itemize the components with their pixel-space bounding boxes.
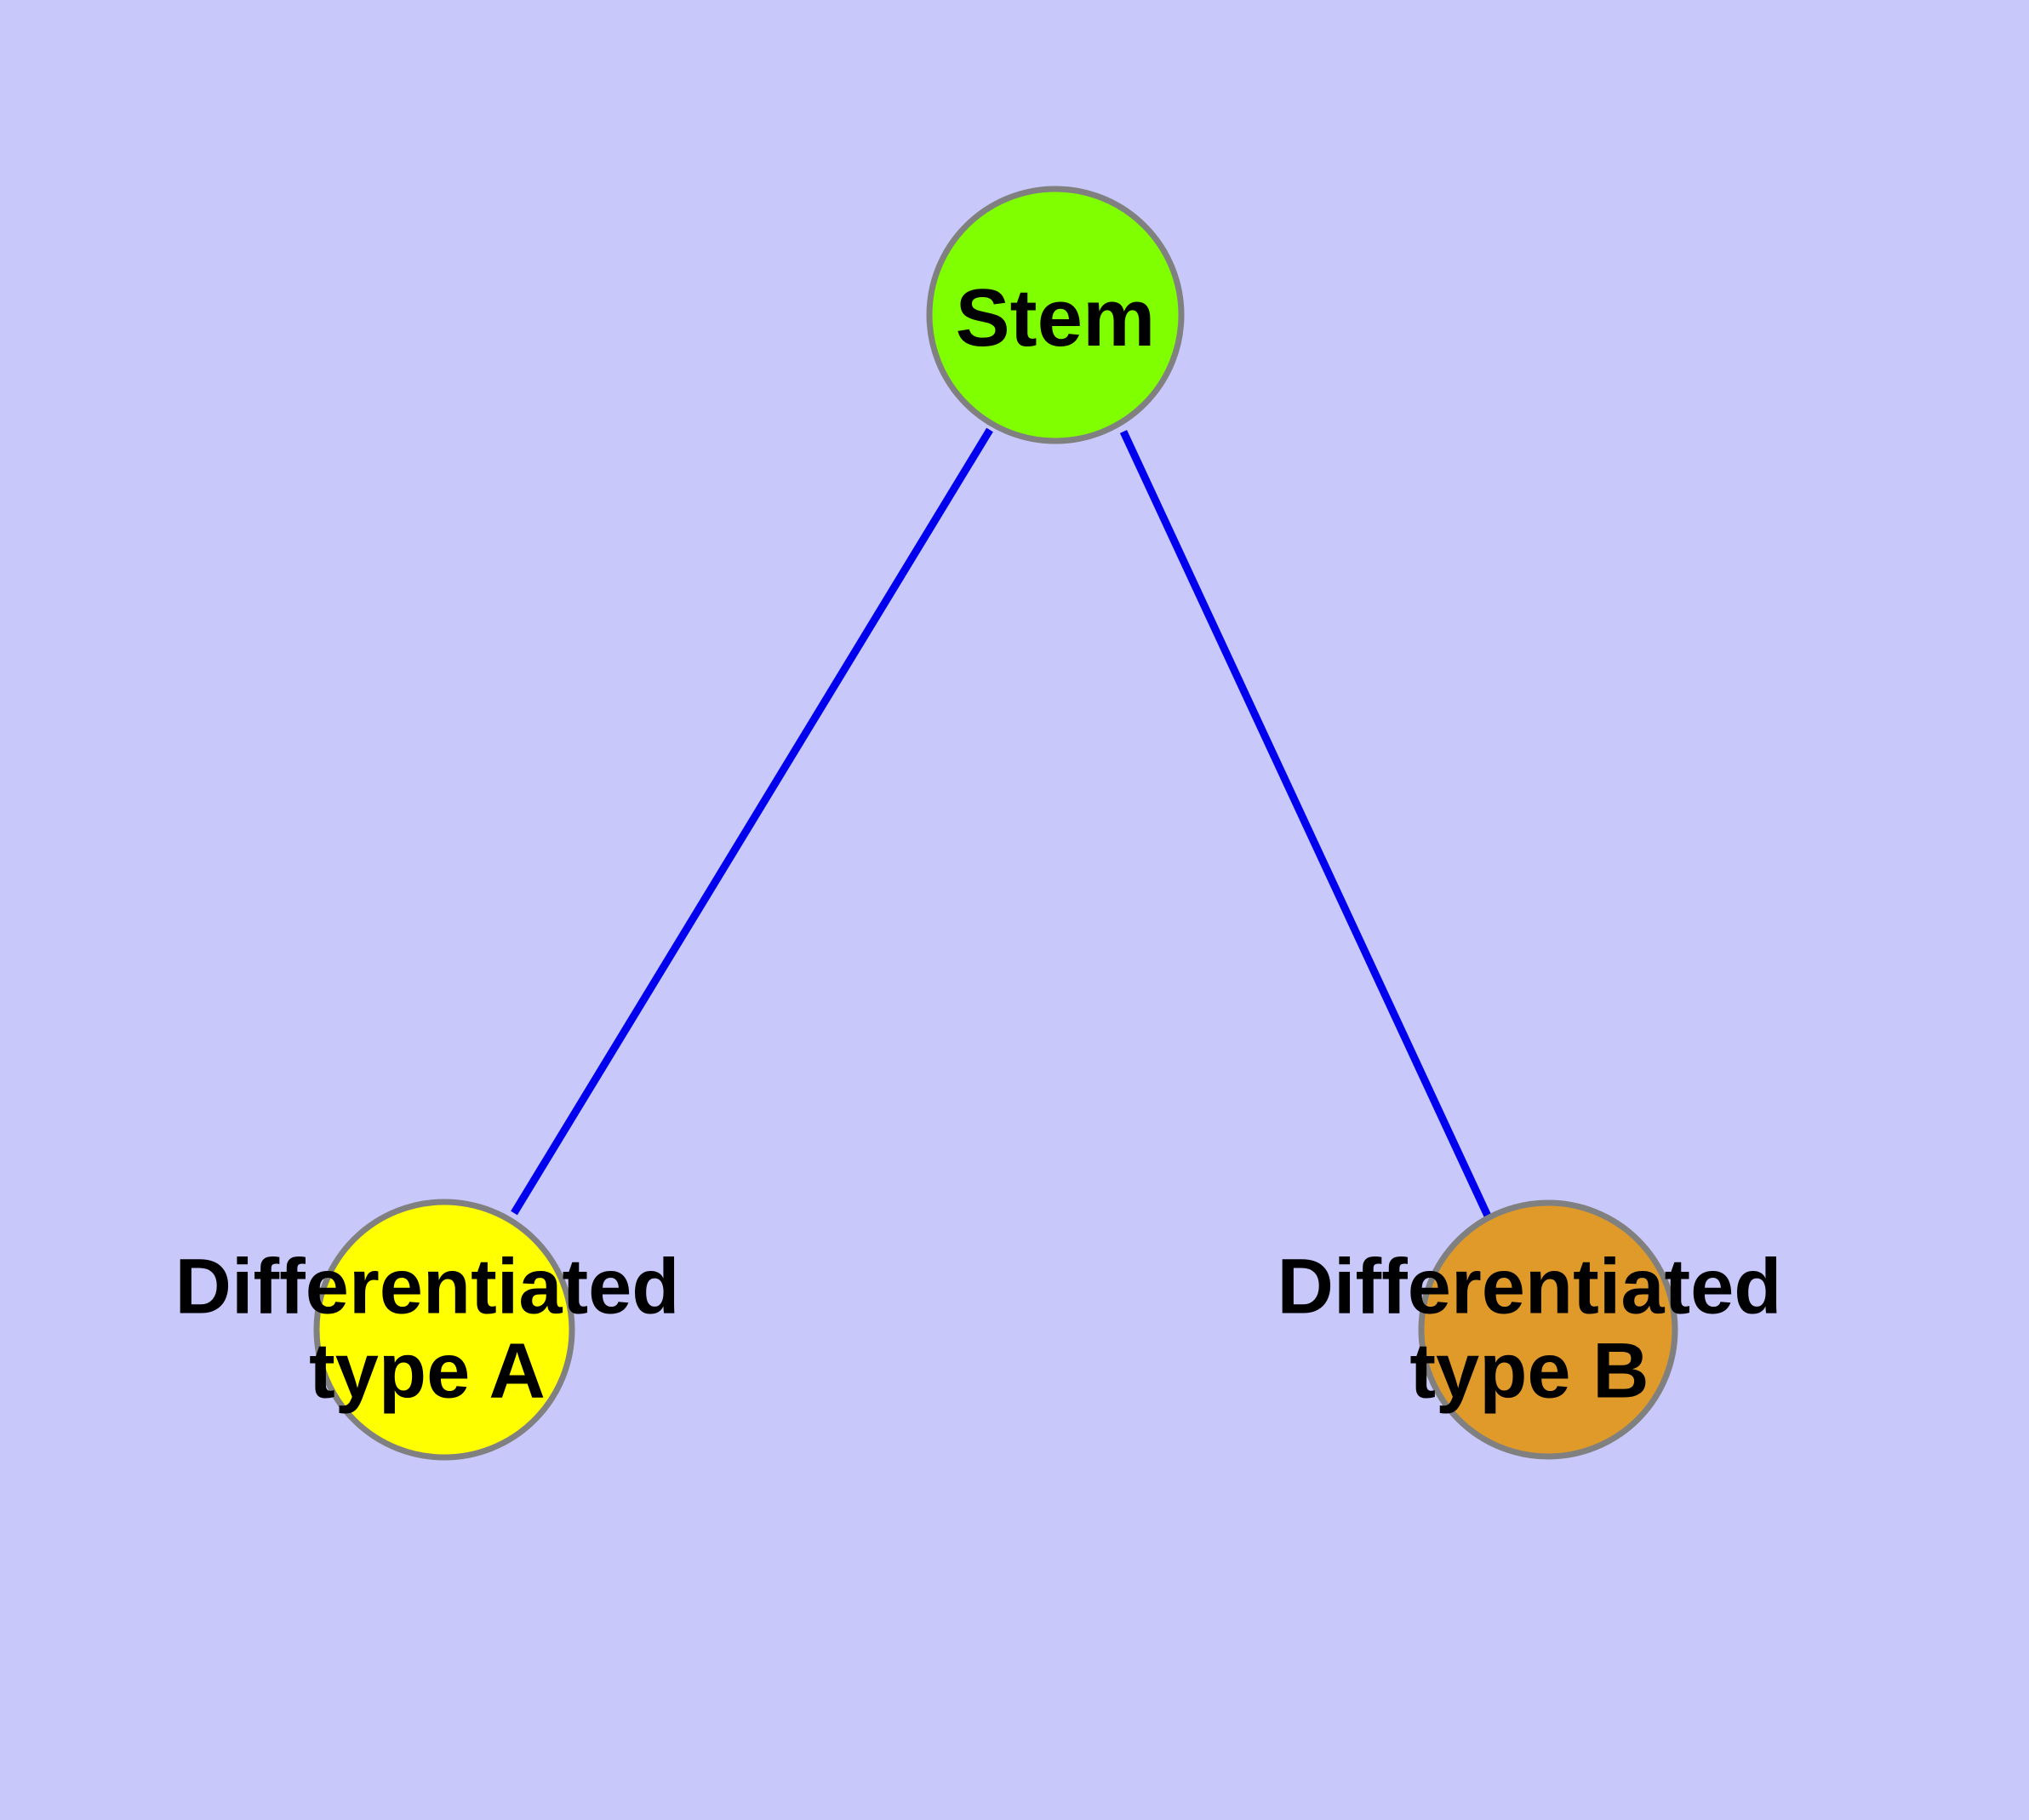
graph-node-diff-b[interactable] — [1418, 1199, 1678, 1460]
node-layer — [313, 186, 1678, 1461]
graph-node-diff-a[interactable] — [313, 1199, 575, 1461]
graph-edge-stem-to-diff-a[interactable] — [511, 427, 993, 1216]
edge-layer — [511, 427, 1495, 1225]
graph-node-stem[interactable] — [926, 186, 1185, 444]
graph-edge-stem-to-diff-b[interactable] — [1119, 430, 1495, 1225]
